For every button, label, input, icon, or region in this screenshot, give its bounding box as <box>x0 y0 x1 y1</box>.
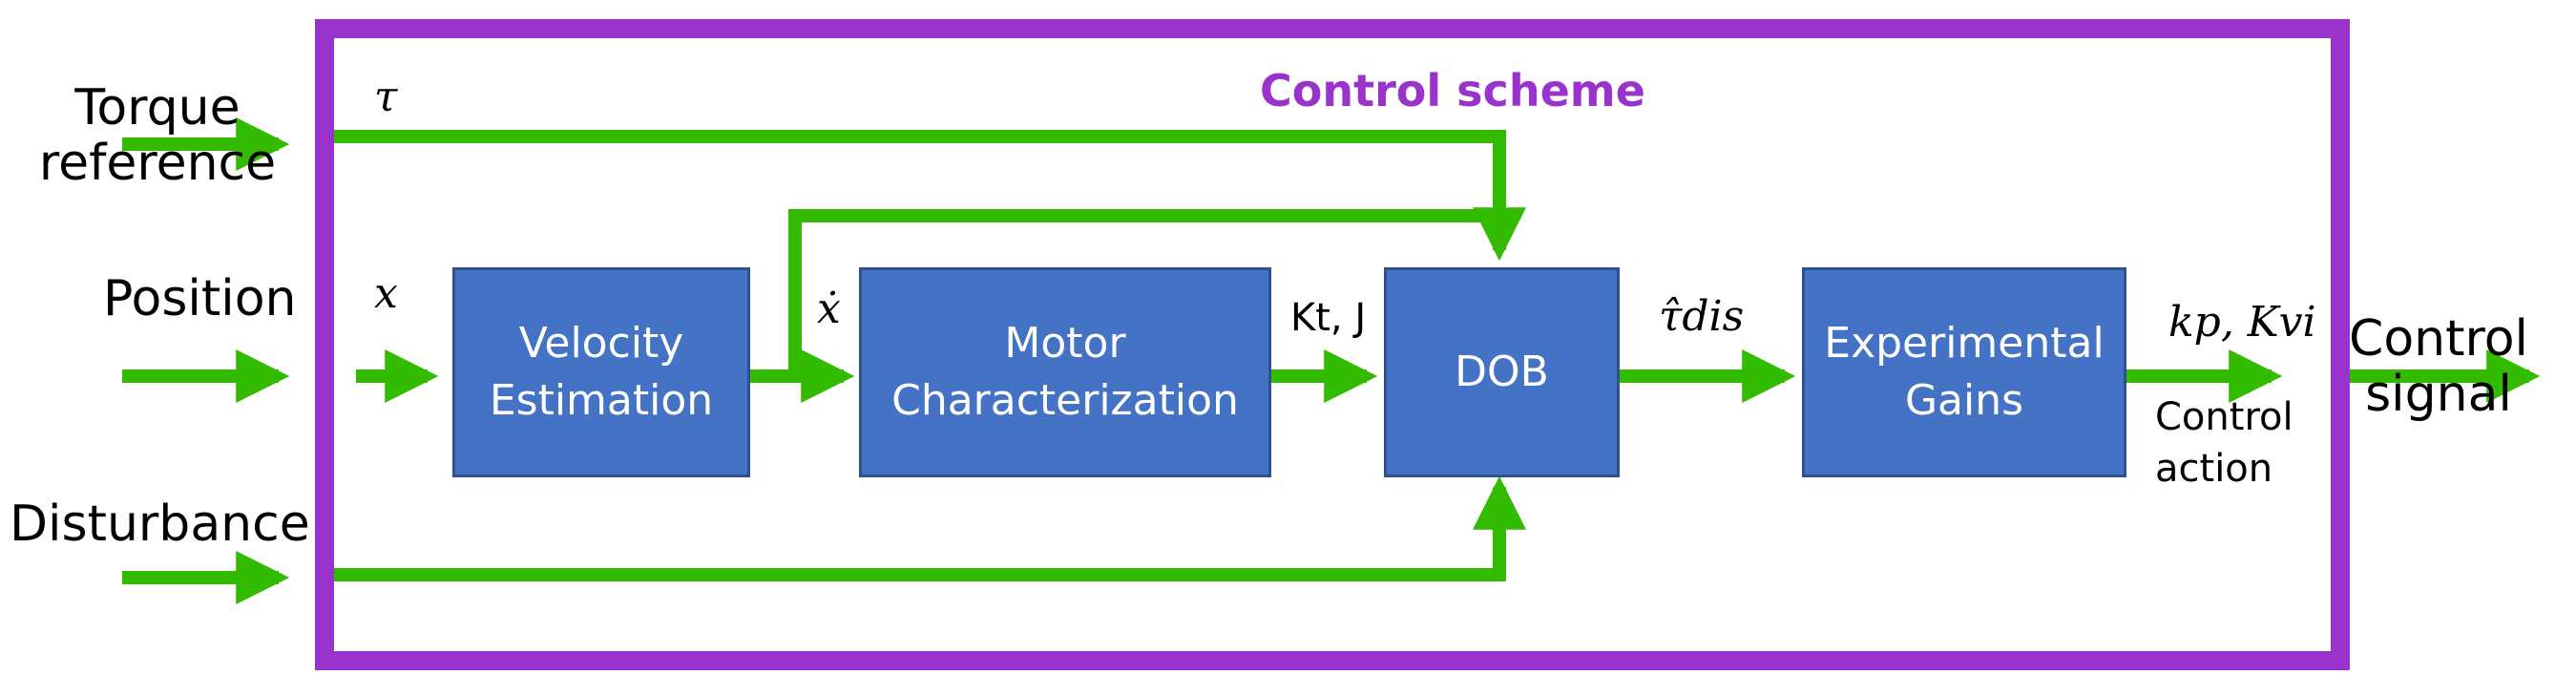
dob-label: DOB <box>1455 348 1549 396</box>
kt-j-signal-label: Kt, J <box>1290 296 1367 340</box>
position-label: Position <box>103 270 297 327</box>
control-scheme-title: Control scheme <box>1260 65 1645 116</box>
x-dot-signal-label: ẋ <box>817 285 841 333</box>
motor-characterization-block: Motor Characterization <box>859 267 1271 477</box>
control-action-label: Control action <box>2155 391 2293 495</box>
control-action-line-2: action <box>2155 447 2273 491</box>
control-scheme-frame <box>315 19 2350 670</box>
experimental-gains-line-1: Experimental <box>1824 319 2105 368</box>
x-signal-label: x <box>374 269 398 318</box>
velocity-branch-arrow <box>788 209 1506 376</box>
motor-characterization-line-1: Motor <box>1004 319 1126 368</box>
disturbance-path-arrow <box>334 475 1526 581</box>
velocity-estimation-line-1: Velocity <box>518 319 684 368</box>
torque-path-arrow <box>334 130 1526 262</box>
torque-reference-label: Torque reference <box>38 80 277 191</box>
control-signal-label: Control signal <box>2343 311 2534 422</box>
kp-kvi-signal-label: kp, Kvi <box>2168 298 2316 347</box>
disturbance-label: Disturbance <box>10 496 310 553</box>
control-action-line-1: Control <box>2155 395 2293 439</box>
tau-signal-label: τ <box>374 73 398 121</box>
torque-reference-line-1: Torque <box>74 79 241 137</box>
dob-block: DOB <box>1384 267 1620 477</box>
control-signal-line-2: signal <box>2365 366 2512 423</box>
experimental-gains-line-2: Gains <box>1904 376 2024 425</box>
motor-characterization-line-2: Characterization <box>891 376 1239 425</box>
control-signal-line-1: Control <box>2349 310 2528 368</box>
velocity-estimation-line-2: Estimation <box>489 376 714 425</box>
tau-hat-dis-signal-label: τ̂dis <box>1659 292 1745 341</box>
torque-reference-line-2: reference <box>38 135 277 192</box>
experimental-gains-block: Experimental Gains <box>1802 267 2126 477</box>
velocity-estimation-block: Velocity Estimation <box>452 267 750 477</box>
